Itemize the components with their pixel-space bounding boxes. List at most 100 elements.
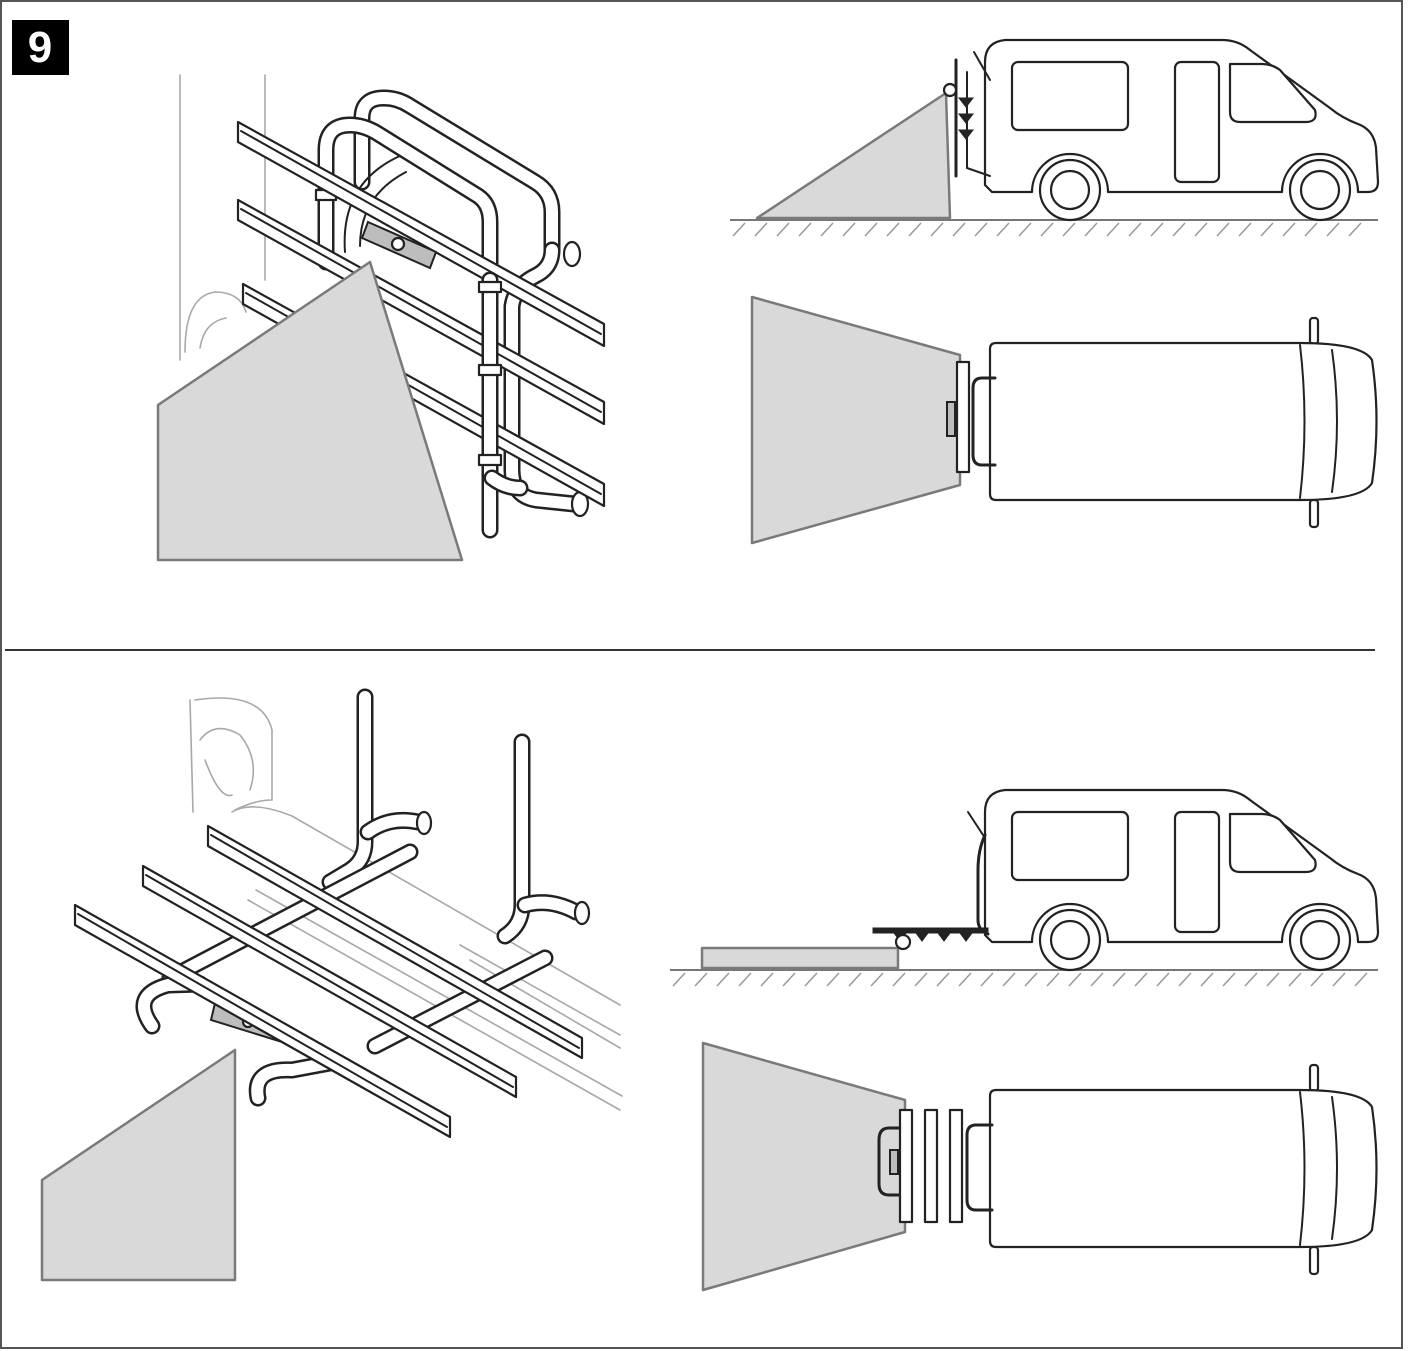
rail-marker (937, 932, 951, 942)
carrier-unfolded-side (872, 811, 990, 951)
van-side-unfolded (670, 788, 1380, 987)
ground-hatch-mark (1134, 972, 1148, 987)
tow-ball (942, 82, 958, 98)
van-rear-hub (1049, 169, 1091, 211)
van-roof (988, 341, 1378, 502)
tube-flange (415, 810, 433, 836)
ground-hatch-mark (1068, 972, 1082, 987)
lower-loop-tube-inner (138, 978, 206, 1032)
ground-hatch-mark (1172, 222, 1186, 237)
ground-hatch-mark (782, 972, 796, 987)
wheel-rail-2-channel (145, 874, 514, 1088)
view-wedge (40, 1048, 237, 1282)
ground-hatch-mark (1216, 222, 1230, 237)
door-contour (199, 727, 255, 791)
ground-hatch-mark (930, 222, 944, 237)
ground-hatch-mark (1112, 972, 1126, 987)
ground-hatch-mark (1178, 972, 1192, 987)
rail-marker (915, 932, 929, 942)
frame-tube-front-inner (320, 119, 496, 306)
ground-hatch-mark (804, 972, 818, 987)
tube-clamp (477, 280, 503, 294)
door-edge-line (189, 699, 194, 813)
rail-marker (957, 129, 975, 140)
rail-marker (957, 113, 975, 124)
ground-hatch-mark (864, 222, 878, 237)
ground-hatch-mark (1040, 222, 1054, 237)
carrier-box (877, 1126, 904, 1197)
ground-hatch-mark (1244, 972, 1258, 987)
ground-hatch-mark (936, 972, 950, 987)
ground-hatch-mark (1266, 972, 1280, 987)
ground-hatch-mark (1260, 222, 1274, 237)
ground-hatch-mark (1046, 972, 1060, 987)
ground-hatch-mark (842, 222, 856, 237)
frame-branch-inner (519, 896, 582, 918)
carrier-rail (898, 1108, 914, 1224)
ground-hatch-mark (892, 972, 906, 987)
ground-hatch-mark (1304, 222, 1318, 237)
van-door-window (1173, 60, 1221, 184)
van-mirror (1308, 498, 1320, 529)
bumper-line (459, 944, 621, 1036)
frame-tube-back-inner (356, 92, 558, 256)
ground-hatch-mark (1156, 972, 1170, 987)
ground-hatch-mark (1348, 222, 1362, 237)
van-top-unfolded (701, 1041, 1378, 1292)
ground-hatch-mark (1354, 972, 1368, 987)
ground-hatch-mark (776, 222, 790, 237)
rail-marker (957, 97, 975, 108)
ground-hatch-mark (826, 972, 840, 987)
tube-flange (562, 240, 582, 268)
ground-hatch-mark (1024, 972, 1038, 987)
ground-hatch-mark (672, 972, 686, 987)
van-side-window (1010, 60, 1130, 132)
ground-hatch-mark (908, 222, 922, 237)
van-mirror (1308, 316, 1320, 346)
ground-hatch-mark (1018, 222, 1032, 237)
ground-hatch-mark (694, 972, 708, 987)
door-contour (204, 759, 233, 797)
ground-hatch-mark (716, 972, 730, 987)
tow-ball (894, 933, 912, 951)
carrier-unfolded-perspective (40, 688, 623, 1282)
step-badge: 9 (12, 20, 69, 75)
ground-hatch-mark (798, 222, 812, 237)
carrier-folded-side (942, 51, 991, 178)
ground-hatch-mark (1200, 972, 1214, 987)
ground-hatch-mark (1106, 222, 1120, 237)
ground-hatch-mark (760, 972, 774, 987)
view-cone-top (750, 295, 962, 545)
van-side-shape-copy (983, 788, 1380, 972)
ground-hatch-mark (980, 972, 994, 987)
carrier-arm (973, 51, 991, 81)
carrier-lock (946, 401, 956, 437)
van-side-folded (730, 38, 1380, 237)
carrier-bracket (971, 376, 997, 467)
ground-hatch-mark (1332, 972, 1346, 987)
tube-flange (573, 900, 591, 926)
frame-branch-inner (362, 814, 424, 838)
ground-hatch-mark (914, 972, 928, 987)
lower-loop-tube-inner (251, 1056, 341, 1104)
frame-foot-tube-inner (486, 472, 526, 494)
ground-hatch-mark (1310, 972, 1324, 987)
wheel-rail-3-channel (77, 913, 448, 1128)
carrier-platform (872, 927, 989, 934)
view-strip-side (700, 946, 900, 970)
carrier-unfolded-top (877, 1108, 994, 1224)
carrier-folded-top (946, 360, 997, 474)
wheel-rail-1 (236, 120, 606, 348)
van-top-shape (988, 316, 1378, 529)
ground-hatch-mark (1150, 222, 1164, 237)
ground-hatch-mark (952, 222, 966, 237)
bumper-line (247, 899, 621, 1111)
ground-hatch-mark (1282, 222, 1296, 237)
ground-hatch-mark (996, 222, 1010, 237)
ground-hatch-mark (820, 222, 834, 237)
view-cone-top (701, 1041, 907, 1292)
ground-hatch-mark (958, 972, 972, 987)
door-contour (199, 317, 227, 349)
carrier-bracket (965, 1123, 994, 1212)
